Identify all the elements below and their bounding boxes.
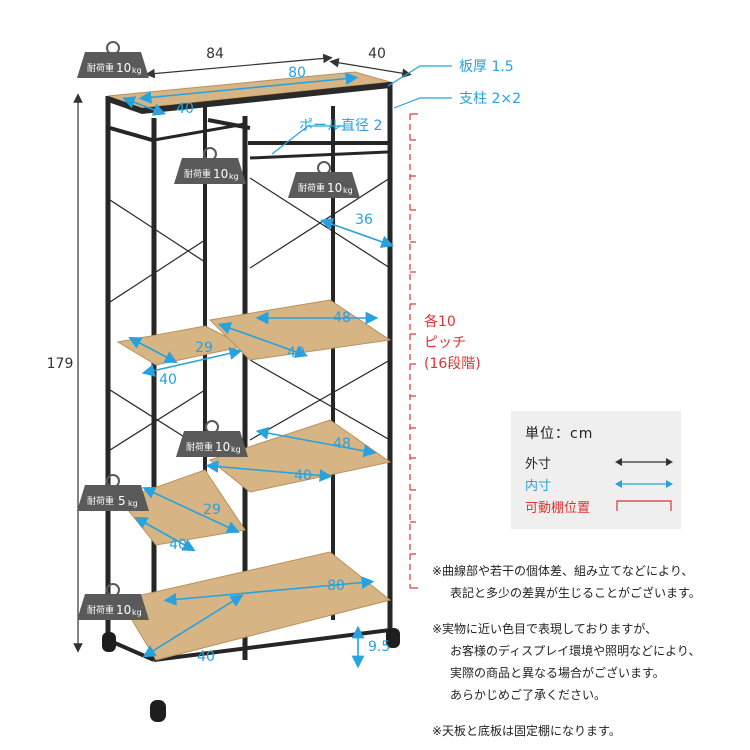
shelf-left-width-2-label: 29: [203, 502, 221, 518]
shelf-right-depth-2-label: 40: [294, 468, 312, 484]
weight-hanger-right-unit: kg: [343, 186, 353, 195]
adjustable-position-bracket: [409, 113, 418, 589]
pitch-line-2: ピッチ: [424, 335, 466, 351]
pitch-line-3: (16段階): [424, 356, 481, 372]
shelf-left-depth-1-label: 40: [159, 372, 177, 388]
clearance-label: 9.5: [368, 639, 390, 655]
legend-inner-arrow: [615, 480, 673, 488]
pitch-line-1: 各10: [424, 314, 456, 330]
weight-badge-hanger-right: 耐荷重 10 kg: [288, 161, 360, 198]
note-6: あらかじめご了承ください。: [450, 688, 607, 702]
note-5: 実際の商品と異なる場合がございます。: [450, 666, 665, 680]
callout-lines: [271, 65, 452, 155]
weight-small-shelf-unit: kg: [128, 499, 138, 508]
outer-height-label: 179: [47, 356, 74, 372]
shelf-right-width-1-label: 48: [333, 310, 351, 326]
weight-small-shelf-label: 耐荷重: [87, 495, 114, 507]
weight-small-shelf-value: 5: [118, 494, 126, 508]
inner-dimensions: [122, 72, 395, 669]
top-inner-depth-label: 40: [176, 101, 194, 117]
note-7: ※天板と底板は固定棚になります。: [432, 724, 621, 738]
weight-hanger-left-value: 10: [213, 167, 228, 181]
legend-title: 単位：cm: [525, 426, 594, 442]
outer-width-label: 84: [206, 46, 224, 62]
notes: ※曲線部や若干の個体差、組み立てなどにより、 表記と多少の差異が生じることがござ…: [432, 560, 742, 742]
note-2: 表記と多少の差異が生じることがございます。: [450, 586, 701, 600]
weight-top-unit: kg: [132, 66, 142, 75]
board-thickness-label: 板厚 1.5: [459, 59, 514, 75]
note-4: お客様のディスプレイ環境や照明などにより、: [450, 644, 701, 658]
pole-size-label: 支柱 2×2: [459, 91, 521, 107]
weight-middle-value: 10: [215, 440, 230, 454]
weight-middle-unit: kg: [231, 445, 241, 454]
weight-badge-bottom: 耐荷重 10 kg: [77, 583, 149, 620]
legend-adjustable-bracket: [616, 500, 672, 511]
wood-boards: [107, 71, 392, 661]
bottom-board: [119, 551, 392, 661]
pitch-labels: 各10 ピッチ (16段階): [424, 314, 481, 372]
shelf-right-width-2-label: 48: [333, 436, 351, 452]
unit-legend: 単位：cm 外寸 内寸 可動棚位置: [511, 411, 681, 529]
weight-bottom-value: 10: [116, 603, 131, 617]
shelf-left-width-1-label: 29: [195, 340, 213, 356]
caster-wheels: [102, 628, 400, 722]
legend-inner-label: 内寸: [525, 479, 552, 494]
inner-dimension-labels: 80 40 36 48 40 29 40 48 40 29 40 80 40 9…: [159, 65, 390, 665]
weight-hanger-left-unit: kg: [229, 172, 239, 181]
legend-adjustable-label: 可動棚位置: [525, 501, 591, 516]
shelf-left-depth-2-label: 40: [169, 537, 187, 553]
weight-badge-hanger-left: 耐荷重 10 kg: [174, 147, 246, 184]
weight-hanger-left-label: 耐荷重: [184, 168, 211, 180]
weight-hanger-right-value: 10: [327, 181, 342, 195]
rail-depth-label: 36: [355, 212, 373, 228]
outer-depth-label: 40: [368, 46, 386, 62]
bottom-depth-label: 40: [197, 649, 215, 665]
outer-dimensions: [73, 53, 412, 653]
weight-bottom-unit: kg: [132, 608, 142, 617]
weight-badge-small-shelf: 耐荷重 5 kg: [77, 474, 149, 511]
legend-outer-arrow: [615, 458, 673, 466]
bottom-width-label: 80: [327, 578, 345, 594]
note-3: ※実物に近い色目で表現しておりますが、: [432, 622, 658, 636]
callout-labels: 板厚 1.5 支柱 2×2 ポール直径 2: [299, 59, 521, 134]
weight-top-value: 10: [116, 61, 131, 75]
shelf-right-depth-1-label: 40: [287, 345, 305, 361]
legend-outer-label: 外寸: [525, 457, 552, 472]
note-1: ※曲線部や若干の個体差、組み立てなどにより、: [432, 564, 694, 578]
weight-middle-label: 耐荷重: [186, 441, 213, 453]
weight-badge-top: 耐荷重 10 kg: [77, 41, 149, 78]
weight-top-label: 耐荷重: [87, 62, 114, 74]
top-inner-width-label: 80: [288, 65, 306, 81]
weight-hanger-right-label: 耐荷重: [298, 182, 325, 194]
pole-diameter-label: ポール直径 2: [299, 117, 382, 134]
weight-bottom-label: 耐荷重: [87, 604, 114, 616]
weight-badge-middle: 耐荷重 10 kg: [176, 420, 248, 457]
